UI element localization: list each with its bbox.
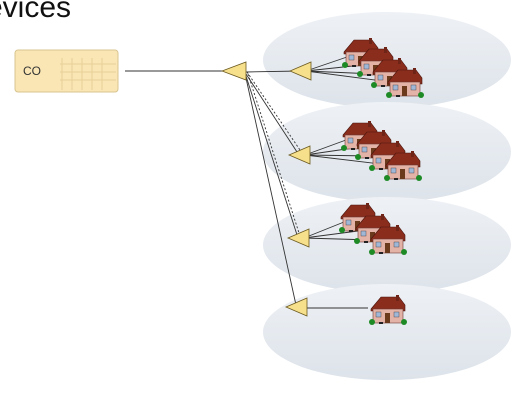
central-office: CO [14,49,119,93]
splitter-1 [288,61,312,81]
splitters [220,61,312,317]
slide-title: evices [0,0,72,24]
splitter-2 [287,145,311,165]
splitter-4 [284,297,308,317]
co-label: CO [23,64,41,78]
splitter-3 [286,228,310,248]
main-splitter [220,61,247,81]
